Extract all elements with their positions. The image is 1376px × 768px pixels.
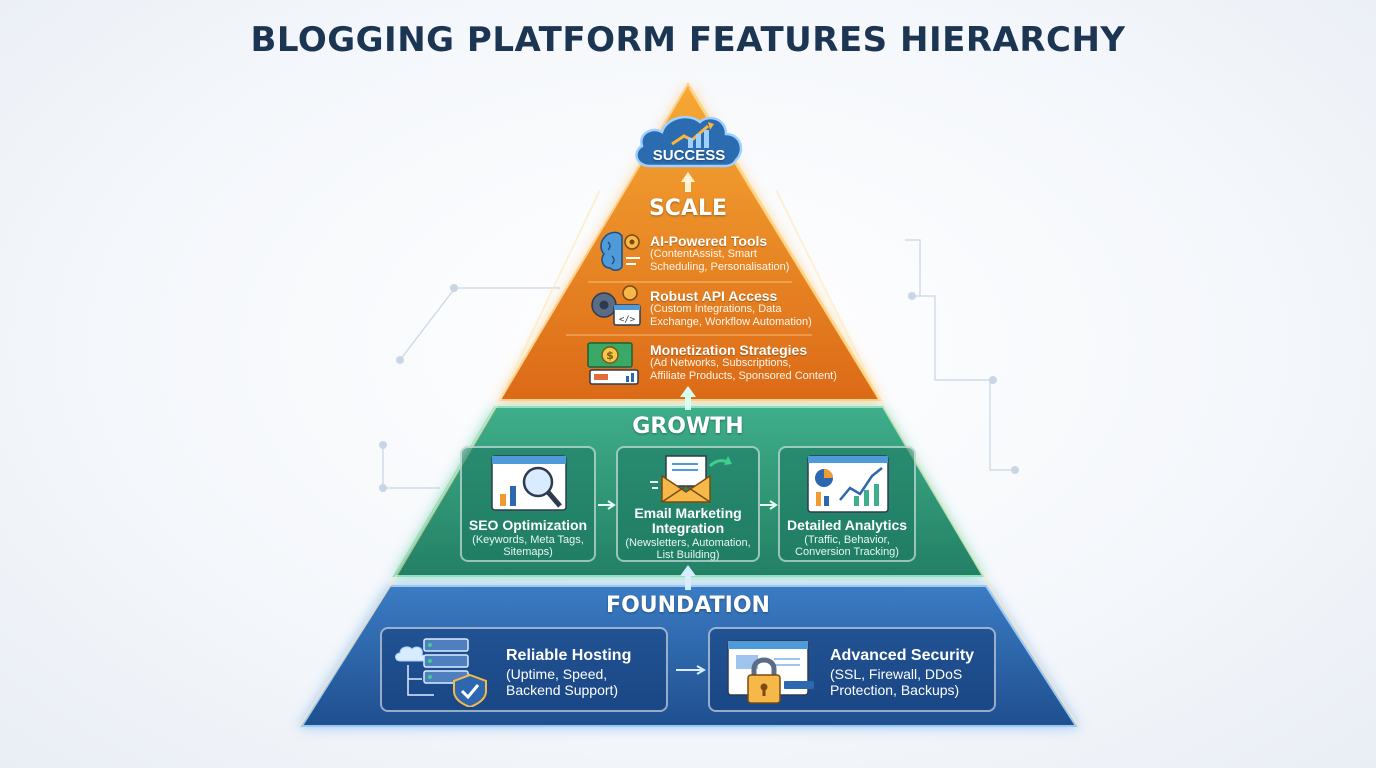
server-shield-icon xyxy=(395,638,487,707)
scale-level-title: SCALE xyxy=(648,196,728,221)
growth-card-title: SEO Optimization xyxy=(468,517,588,533)
foundation-card-title: Advanced Security xyxy=(830,647,975,664)
scale-item-title: Monetization Strategies xyxy=(650,342,808,358)
foundation-card-title: Reliable Hosting xyxy=(506,647,632,664)
right-edge-highlight xyxy=(775,189,1079,727)
right-arrow xyxy=(598,500,616,510)
gears-code-icon: </> xyxy=(591,285,641,326)
growth-card-title: Detailed Analytics xyxy=(786,517,908,533)
growth-card-title: Email Marketing Integration xyxy=(634,505,742,536)
foundation-level-title: FOUNDATION xyxy=(606,593,770,618)
up-arrow xyxy=(680,386,696,410)
money-icon: $ xyxy=(587,342,639,385)
foundation-card-hosting: Reliable Hosting (Uptime, Speed, Backend… xyxy=(380,627,668,712)
growth-card-analytics: Detailed Analytics (Traffic, Behavior, C… xyxy=(778,446,916,562)
growth-card-desc: (Traffic, Behavior, Conversion Tracking) xyxy=(795,534,899,558)
up-arrow xyxy=(681,172,695,192)
svg-text:$: $ xyxy=(606,349,614,362)
brain-gear-icon xyxy=(600,231,640,271)
growth-card-email: Email Marketing Integration (Newsletters… xyxy=(616,446,760,562)
growth-card-desc: (Keywords, Meta Tags, Sitemaps) xyxy=(472,534,584,558)
scale-item-desc: (Ad Networks, Subscriptions, Affiliate P… xyxy=(650,357,837,382)
growth-level-title: GROWTH xyxy=(632,414,744,439)
success-cloud-icon xyxy=(635,115,743,168)
right-arrow xyxy=(676,665,707,675)
up-arrow xyxy=(680,565,696,590)
growth-card-seo: SEO Optimization (Keywords, Meta Tags, S… xyxy=(460,446,596,562)
scale-item-title: Robust API Access xyxy=(650,288,778,304)
left-edge-highlight xyxy=(299,189,601,727)
analytics-chart-icon xyxy=(807,455,889,513)
padlock-icon xyxy=(727,640,814,704)
foundation-card-security: Advanced Security (SSL, Firewall, DDoS P… xyxy=(708,627,996,712)
right-arrow xyxy=(760,500,778,510)
svg-text:</>: </> xyxy=(619,315,636,325)
success-label: SUCCESS xyxy=(652,147,726,164)
scale-item-title: AI-Powered Tools xyxy=(650,233,768,249)
seo-magnifier-icon xyxy=(491,455,567,511)
growth-card-desc: (Newsletters, Automation, List Building) xyxy=(625,537,751,561)
scale-item-desc: (Custom Integrations, Data Exchange, Wor… xyxy=(650,303,812,328)
scale-item-desc: (ContentAssist, Smart Scheduling, Person… xyxy=(650,248,790,273)
page-title: BLOGGING PLATFORM FEATURES HIERARCHY xyxy=(250,20,1126,60)
foundation-card-desc: (Uptime, Speed, Backend Support) xyxy=(506,666,619,698)
foundation-card-desc: (SSL, Firewall, DDoS Protection, Backups… xyxy=(830,666,963,698)
email-icon xyxy=(650,455,732,503)
